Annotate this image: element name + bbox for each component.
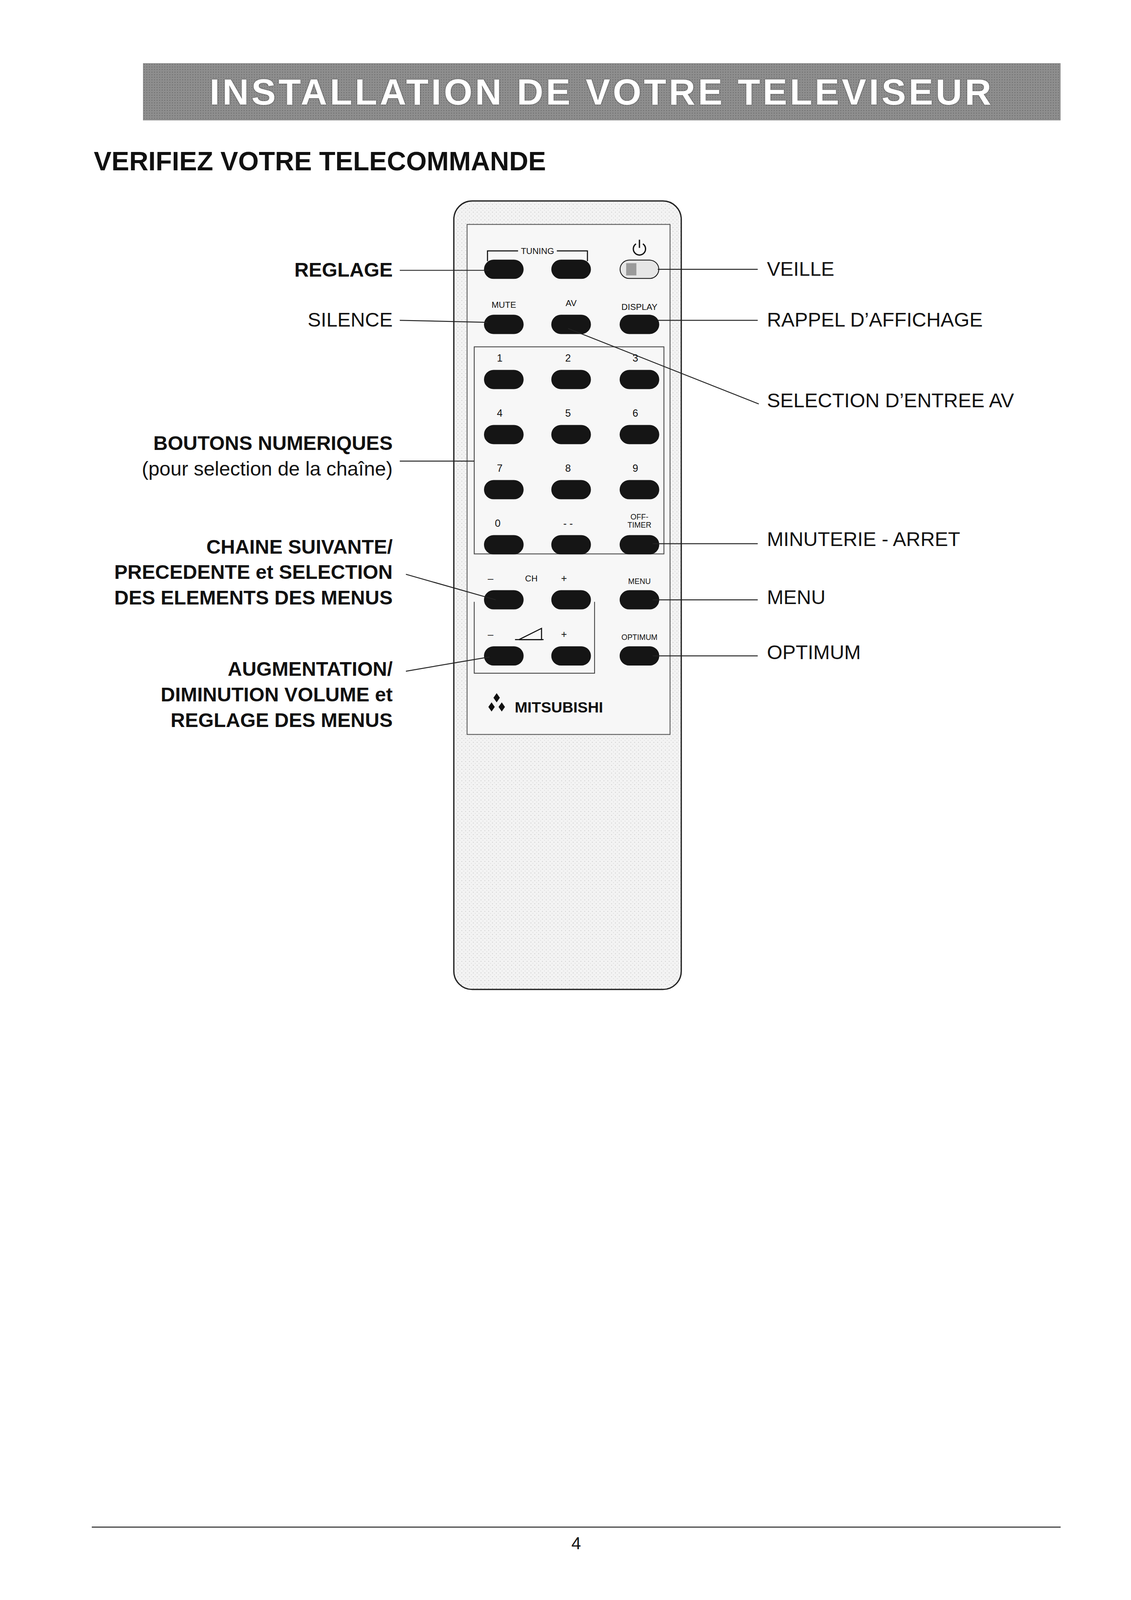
power-switch-mark <box>626 263 637 276</box>
remote-button <box>551 425 591 444</box>
button-label: OPTIMUM <box>621 632 658 643</box>
button-label: 4 <box>496 406 503 420</box>
volume-icon <box>515 638 544 641</box>
button-label: 2 <box>565 351 571 365</box>
leader-line <box>657 319 758 321</box>
button-label: TUNING <box>520 245 554 257</box>
button-label: + <box>560 627 567 642</box>
tuning-bracket <box>487 250 519 262</box>
callout-label: VEILLE <box>766 256 835 283</box>
button-label: MUTE <box>491 299 517 311</box>
leader-line <box>652 599 758 601</box>
remote-button <box>620 425 659 444</box>
leader-line <box>652 655 758 656</box>
remote-drawing <box>91 201 1061 1527</box>
header-text: INSTALLATION DE VOTRE TELEVISEUR <box>209 70 994 114</box>
brand-name: MITSUBISHI <box>514 697 604 718</box>
logo-mark <box>498 702 505 712</box>
remote-button <box>551 259 591 279</box>
button-label: – <box>487 571 494 586</box>
page-number: 4 <box>571 1531 582 1554</box>
callout-label: SELECTION D’ENTREE AV <box>766 387 1015 414</box>
callout-label: CHAINE SUIVANTE/ PRECEDENTE et SELECTION… <box>90 533 393 611</box>
leader-line <box>652 543 758 545</box>
button-label: AV <box>565 297 577 309</box>
button-label: 9 <box>632 461 639 476</box>
callout-label: BOUTONS NUMERIQUES <box>153 431 393 457</box>
button-panel <box>466 224 671 735</box>
button-label: DISPLAY <box>621 301 658 313</box>
volume-icon <box>518 628 542 640</box>
leader-line <box>568 328 759 404</box>
callout-label: SILENCE <box>307 307 393 334</box>
logo-mark <box>488 702 495 712</box>
footer-rule <box>91 1526 1061 1528</box>
remote-button <box>620 535 659 554</box>
remote-button <box>620 370 659 389</box>
remote-button <box>551 590 591 610</box>
button-label: 8 <box>565 461 571 476</box>
remote-button <box>620 314 659 334</box>
button-label: OFF- TIMER <box>623 513 655 530</box>
button-label: + <box>560 571 567 586</box>
button-label: 1 <box>496 351 503 365</box>
button-label: 5 <box>565 406 571 420</box>
remote-button <box>484 314 524 334</box>
numeric-frame <box>474 346 664 554</box>
remote-button <box>551 314 591 334</box>
leader-line <box>399 320 488 323</box>
tuning-bracket <box>556 250 588 262</box>
remote-button <box>551 535 591 554</box>
power-symbol <box>638 239 641 248</box>
callout-note: (pour selection de la chaîne) <box>141 456 393 482</box>
remote-body <box>453 201 682 990</box>
remote-button <box>484 646 524 665</box>
remote-button <box>620 480 659 499</box>
button-label: - - <box>563 516 574 531</box>
leader-line <box>405 574 496 600</box>
remote-button <box>551 646 591 665</box>
remote-button <box>484 425 524 444</box>
leader-line <box>399 269 490 271</box>
button-label: – <box>487 627 494 642</box>
remote-button <box>484 590 524 610</box>
callout-label: MINUTERIE - ARRET <box>766 526 961 553</box>
remote-button <box>551 480 591 499</box>
button-label: 7 <box>496 461 503 476</box>
button-label: 3 <box>632 351 639 365</box>
remote-button <box>484 535 524 554</box>
button-label: 0 <box>494 516 501 531</box>
header-band: INSTALLATION DE VOTRE TELEVISEUR <box>142 63 1062 121</box>
page-title: VERIFIEZ VOTRE TELECOMMANDE <box>93 144 546 179</box>
callout-label: RAPPEL D’AFFICHAGE <box>766 307 983 334</box>
callout-label: MENU <box>766 584 826 611</box>
remote-button <box>620 259 659 279</box>
button-label: CH <box>524 572 538 584</box>
remote-button <box>484 370 524 389</box>
volume-frame <box>474 601 595 674</box>
button-label: 6 <box>632 406 639 420</box>
remote-button <box>484 259 524 279</box>
remote-button <box>484 480 524 499</box>
callout-label: REGLAGE <box>294 257 393 283</box>
callout-label: AUGMENTATION/ DIMINUTION VOLUME et REGLA… <box>142 656 393 733</box>
button-label: MENU <box>628 576 651 587</box>
leader-line <box>405 656 490 671</box>
callout-label: OPTIMUM <box>766 639 861 666</box>
leader-line <box>657 268 758 270</box>
leader-line <box>399 460 475 462</box>
remote-button <box>551 370 591 389</box>
logo-mark <box>493 693 500 703</box>
